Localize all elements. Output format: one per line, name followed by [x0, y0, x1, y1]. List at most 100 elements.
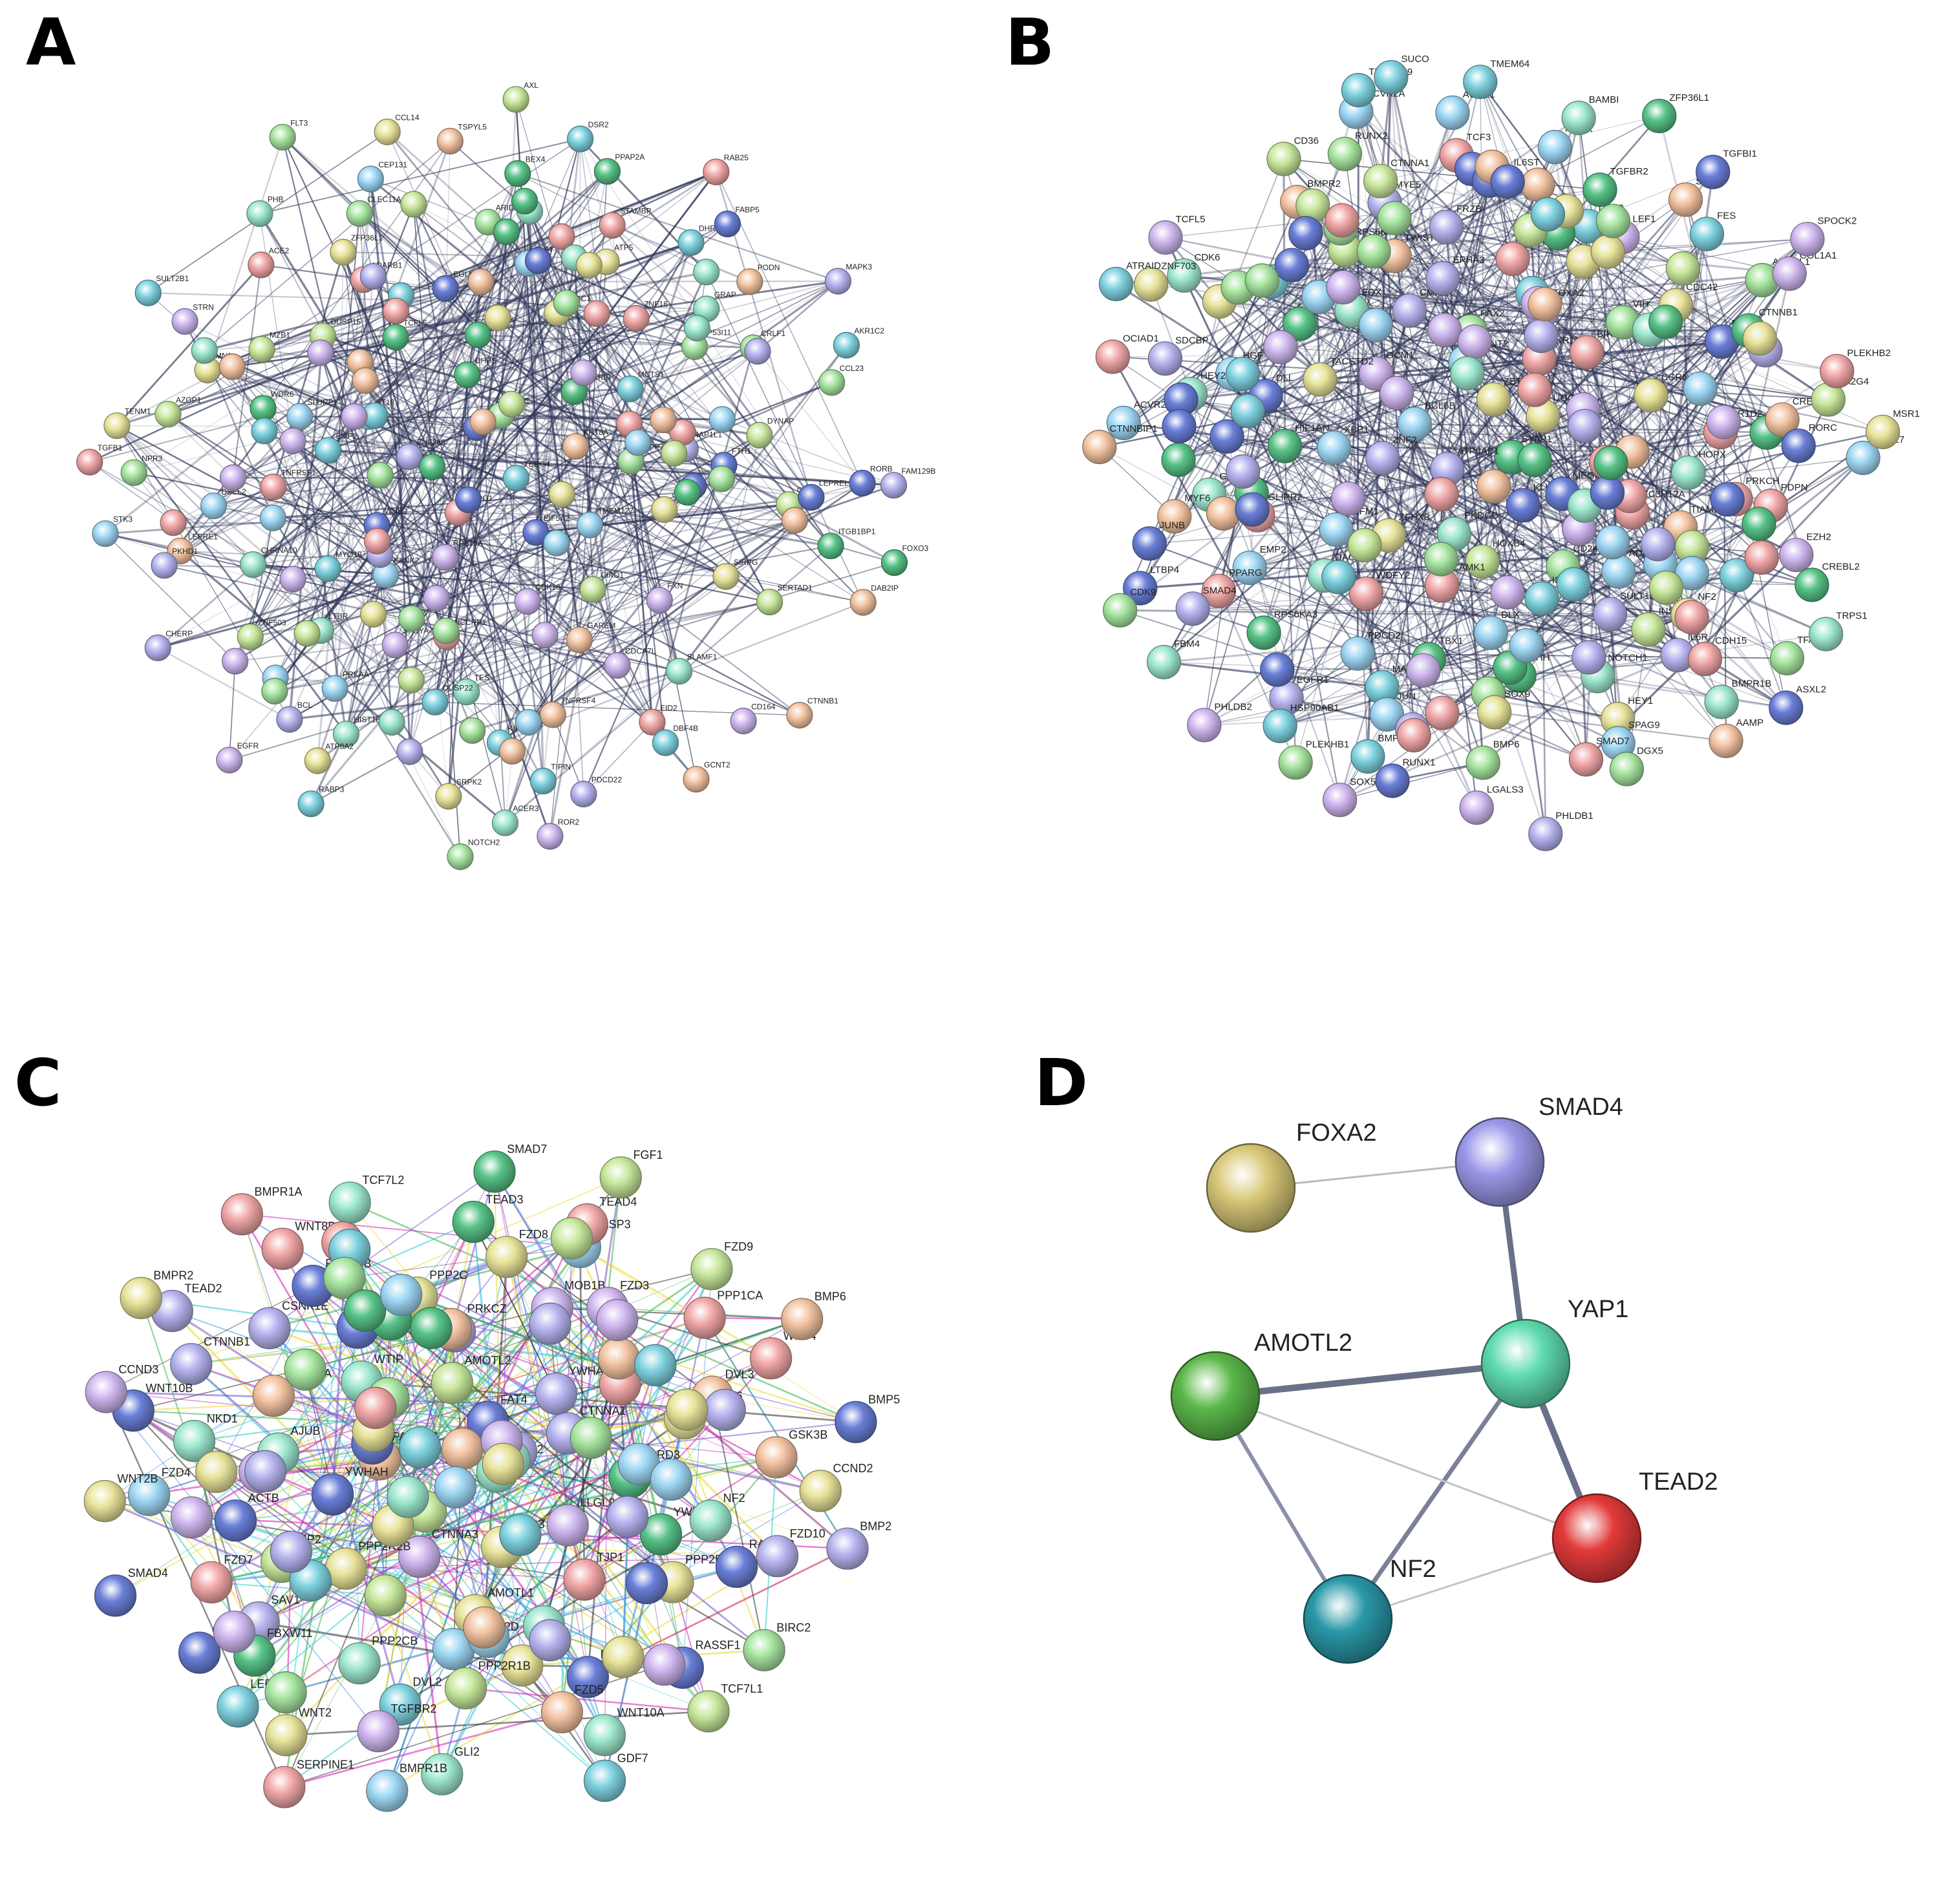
protein-node[interactable] — [1593, 445, 1628, 481]
protein-node[interactable] — [623, 305, 650, 332]
protein-node[interactable] — [1278, 745, 1313, 780]
protein-node[interactable] — [596, 1298, 639, 1342]
protein-node[interactable] — [798, 483, 825, 511]
protein-node[interactable] — [799, 1470, 842, 1512]
protein-node[interactable] — [511, 187, 538, 215]
protein-node[interactable] — [677, 229, 705, 256]
protein-node[interactable] — [833, 332, 860, 359]
protein-node[interactable] — [1520, 167, 1555, 202]
protein-node[interactable] — [248, 1307, 291, 1349]
protein-node[interactable] — [583, 300, 610, 327]
protein-node[interactable] — [270, 1530, 312, 1573]
protein-node[interactable] — [1082, 429, 1117, 465]
protein-node[interactable] — [1397, 407, 1432, 441]
protein-node[interactable] — [1687, 641, 1723, 677]
protein-node[interactable] — [650, 407, 677, 434]
protein-node[interactable] — [338, 1642, 381, 1685]
protein-node[interactable] — [1303, 362, 1337, 397]
protein-node[interactable] — [374, 118, 401, 145]
protein-node[interactable] — [276, 706, 303, 733]
protein-node[interactable] — [1809, 617, 1844, 651]
protein-node[interactable] — [1509, 628, 1544, 663]
protein-node[interactable] — [432, 544, 459, 571]
protein-node[interactable] — [1266, 142, 1301, 176]
protein-node[interactable] — [1162, 408, 1197, 444]
protein-node[interactable] — [237, 623, 264, 651]
protein-node[interactable] — [1263, 330, 1298, 365]
protein-node[interactable] — [1593, 597, 1628, 631]
protein-node[interactable] — [1582, 173, 1617, 207]
protein-node[interactable] — [563, 1558, 606, 1601]
protein-node[interactable] — [1102, 593, 1138, 628]
protein-node[interactable] — [1476, 382, 1511, 417]
protein-node[interactable] — [1642, 98, 1677, 134]
protein-node[interactable] — [566, 626, 593, 653]
protein-node[interactable] — [473, 1150, 516, 1193]
protein-node[interactable] — [315, 437, 342, 464]
protein-node[interactable] — [286, 403, 314, 430]
protein-node[interactable] — [652, 729, 679, 756]
protein-node[interactable] — [1347, 527, 1382, 563]
protein-node[interactable] — [880, 549, 908, 576]
protein-node[interactable] — [743, 1629, 785, 1671]
protein-node[interactable] — [92, 520, 119, 547]
protein-node[interactable] — [485, 1236, 528, 1278]
protein-node[interactable] — [1568, 742, 1604, 777]
protein-node[interactable] — [1530, 197, 1566, 232]
protein-node[interactable] — [535, 1372, 578, 1415]
protein-node[interactable] — [382, 324, 409, 351]
protein-node[interactable] — [244, 1450, 287, 1492]
protein-node[interactable] — [400, 191, 427, 218]
protein-node[interactable] — [690, 1248, 733, 1291]
protein-node[interactable] — [1524, 581, 1559, 616]
protein-node[interactable] — [459, 717, 486, 744]
protein-node[interactable] — [730, 707, 757, 735]
protein-node[interactable] — [1323, 783, 1358, 818]
protein-node[interactable] — [436, 127, 463, 154]
protein-node[interactable] — [665, 657, 693, 685]
protein-node[interactable] — [624, 429, 652, 456]
protein-node[interactable] — [1517, 443, 1552, 478]
protein-node[interactable] — [330, 238, 357, 266]
protein-node[interactable] — [398, 1536, 441, 1578]
protein-node[interactable] — [279, 566, 306, 593]
protein-node[interactable] — [835, 1401, 877, 1443]
protein-node[interactable] — [579, 576, 606, 603]
protein-node[interactable] — [434, 1466, 477, 1508]
protein-node[interactable] — [1457, 324, 1492, 359]
protein-node[interactable] — [546, 1504, 589, 1547]
protein-node[interactable] — [248, 335, 275, 363]
protein-node[interactable] — [1396, 717, 1431, 753]
protein-node[interactable] — [1425, 695, 1460, 730]
protein-node[interactable] — [781, 507, 809, 534]
protein-node[interactable] — [1319, 512, 1354, 547]
protein-node[interactable] — [357, 165, 385, 193]
protein-node[interactable] — [343, 1289, 387, 1332]
protein-node[interactable] — [1601, 554, 1636, 589]
protein-node[interactable] — [447, 843, 474, 871]
protein-node[interactable] — [354, 1386, 397, 1430]
protein-node[interactable] — [341, 403, 368, 430]
protein-node[interactable] — [880, 472, 908, 499]
protein-node[interactable] — [1358, 308, 1393, 343]
protein-node[interactable] — [219, 464, 247, 491]
protein-node[interactable] — [529, 1302, 571, 1345]
protein-node[interactable] — [1683, 371, 1718, 407]
protein-node[interactable] — [746, 421, 773, 449]
protein-node[interactable] — [1820, 354, 1855, 388]
protein-node[interactable] — [744, 337, 771, 365]
protein-node[interactable] — [120, 459, 147, 486]
protein-node[interactable] — [1423, 542, 1458, 576]
protein-node[interactable] — [398, 666, 425, 693]
protein-node[interactable] — [1106, 405, 1141, 441]
protein-node[interactable] — [1769, 690, 1804, 725]
protein-node[interactable] — [190, 1561, 233, 1603]
protein-node[interactable] — [570, 1417, 612, 1459]
protein-node[interactable] — [1424, 476, 1459, 512]
protein-node[interactable] — [583, 1714, 626, 1757]
protein-node[interactable] — [1274, 248, 1310, 282]
protein-node[interactable] — [410, 1307, 453, 1349]
protein-node[interactable] — [423, 584, 450, 612]
protein-node[interactable] — [251, 418, 278, 445]
protein-node[interactable] — [217, 1685, 259, 1728]
